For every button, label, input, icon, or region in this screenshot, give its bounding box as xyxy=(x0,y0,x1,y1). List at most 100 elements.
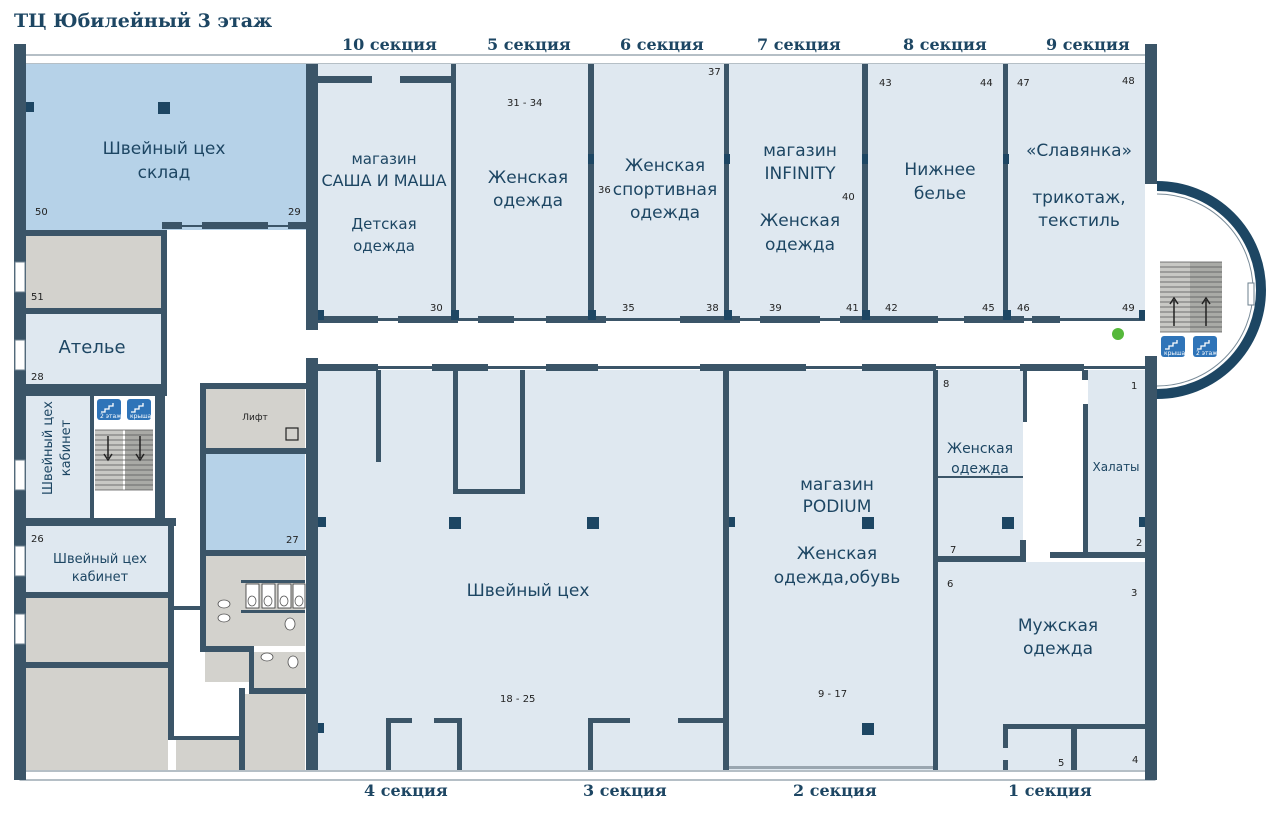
room-sasha-masha[interactable] xyxy=(318,64,451,320)
entrance-threshold xyxy=(729,766,933,769)
stairs-icon-2-floor-right[interactable]: 2 этаж xyxy=(1193,336,1218,357)
label-sewing-main: Швейный цех xyxy=(467,581,590,601)
label-infinity-1: магазин xyxy=(763,141,837,161)
num-40: 40 xyxy=(842,192,855,203)
label-sport-6-2: спортивная xyxy=(613,180,717,200)
arrow-up-icon xyxy=(1201,296,1211,326)
label-sport-6-1: Женская xyxy=(625,156,705,176)
room-infinity[interactable] xyxy=(729,64,862,320)
num-1: 1 xyxy=(1131,381,1137,392)
num-48: 48 xyxy=(1122,76,1135,87)
section-label-7[interactable]: 7 секция xyxy=(757,35,841,54)
room-service-c xyxy=(176,740,240,770)
label-womens-8-2: одежда xyxy=(951,461,1009,477)
label-podium-1: магазин xyxy=(800,475,874,495)
num-42: 42 xyxy=(885,303,898,314)
label-sewing-cab-1: Швейный цех xyxy=(53,552,147,567)
room-elevator[interactable] xyxy=(205,388,305,448)
stairs-icon-roof-right[interactable]: крыша xyxy=(1161,336,1186,357)
svg-text:крыша: крыша xyxy=(1164,350,1186,357)
num-31-34: 31 - 34 xyxy=(507,98,542,109)
label-sasha-masha-3: Детская xyxy=(351,215,416,233)
bottom-window-strip xyxy=(19,770,1156,781)
room-labels: Швейный цех склад магазин САША И МАША Де… xyxy=(41,139,1140,659)
pillars xyxy=(26,102,1145,735)
arrow-down-icon xyxy=(103,436,113,462)
room-podium[interactable] xyxy=(729,370,933,770)
room-27[interactable] xyxy=(205,454,305,550)
num-35: 35 xyxy=(622,303,635,314)
num-6: 6 xyxy=(947,579,953,590)
section-label-2[interactable]: 2 секция xyxy=(793,781,877,800)
bottom-section-labels: 4 секция 3 секция 2 секция 1 секция xyxy=(364,781,1092,800)
room-slavyanka[interactable] xyxy=(1008,64,1145,320)
num-26: 26 xyxy=(31,534,44,545)
stairs-icon-2-floor-left[interactable]: 2 этаж xyxy=(97,399,122,420)
label-lingerie-2: белье xyxy=(914,184,966,204)
num-41: 41 xyxy=(846,303,859,314)
stairs-icon-roof-left[interactable]: крыша xyxy=(127,399,152,420)
arrow-down-icon xyxy=(135,436,145,462)
section-label-10[interactable]: 10 секция xyxy=(342,35,437,54)
label-infinity-2: INFINITY xyxy=(764,164,836,184)
room-service-a xyxy=(26,598,168,662)
num-28: 28 xyxy=(31,372,44,383)
room-sewing-cabinet[interactable] xyxy=(26,526,168,592)
room-sewing-warehouse[interactable] xyxy=(26,64,306,230)
svg-text:крыша: крыша xyxy=(130,413,152,420)
num-46: 46 xyxy=(1017,303,1030,314)
shop-numbers: 50 29 51 28 26 27 30 31 - 34 36 35 37 38… xyxy=(31,67,1142,769)
label-podium-3: Женская xyxy=(797,544,877,564)
room-atelier[interactable] xyxy=(26,314,161,384)
num-50: 50 xyxy=(35,207,48,218)
you-are-here-marker xyxy=(1112,328,1124,340)
section-label-1[interactable]: 1 секция xyxy=(1008,781,1092,800)
room-service-b xyxy=(26,668,168,770)
section-label-3[interactable]: 3 секция xyxy=(583,781,667,800)
right-stair-steps xyxy=(1160,261,1222,333)
svg-text:2 этаж: 2 этаж xyxy=(1196,350,1218,357)
room-sport-6[interactable] xyxy=(594,64,724,320)
num-39: 39 xyxy=(769,303,782,314)
left-windows xyxy=(14,261,26,645)
label-sewing-cab-vert-1: Швейный цех xyxy=(41,401,56,495)
label-mens-1: Мужская xyxy=(1018,616,1098,636)
label-sasha-masha-1: магазин xyxy=(351,150,416,168)
room-womens-5[interactable] xyxy=(456,64,588,320)
section-label-9[interactable]: 9 секция xyxy=(1046,35,1130,54)
num-9-17: 9 - 17 xyxy=(818,689,847,700)
room-lingerie[interactable] xyxy=(868,64,1003,320)
right-stair-arc xyxy=(1156,181,1266,399)
label-sasha-masha-2: САША И МАША xyxy=(321,171,446,190)
room-service-d xyxy=(243,694,305,770)
room-mens[interactable] xyxy=(938,562,1145,770)
section-label-6[interactable]: 6 секция xyxy=(620,35,704,54)
num-8: 8 xyxy=(943,379,949,390)
num-4: 4 xyxy=(1132,755,1138,766)
label-sewing-cab-2: кабинет xyxy=(72,570,129,585)
right-window xyxy=(1247,282,1255,306)
num-7: 7 xyxy=(950,545,956,556)
section-label-4[interactable]: 4 секция xyxy=(364,781,448,800)
num-2: 2 xyxy=(1136,538,1142,549)
num-38: 38 xyxy=(706,303,719,314)
label-slavyanka-3: текстиль xyxy=(1038,211,1120,231)
label-sasha-masha-4: одежда xyxy=(353,237,415,255)
top-section-labels: 10 секция 5 секция 6 секция 7 секция 8 с… xyxy=(342,35,1130,54)
label-lingerie-1: Нижнее xyxy=(904,160,975,180)
section-label-8[interactable]: 8 секция xyxy=(903,35,987,54)
num-27: 27 xyxy=(286,535,299,546)
label-womens-5-1: Женская xyxy=(488,168,568,188)
label-infinity-3: Женская xyxy=(760,211,840,231)
section-label-5[interactable]: 5 секция xyxy=(487,35,571,54)
num-30: 30 xyxy=(430,303,443,314)
left-stair-steps xyxy=(95,429,153,491)
room-robes[interactable] xyxy=(1088,370,1145,556)
arrow-up-icon xyxy=(1169,296,1179,326)
num-45: 45 xyxy=(982,303,995,314)
page-title: ТЦ Юбилейный 3 этаж xyxy=(14,10,272,32)
top-window-strip xyxy=(19,54,1156,65)
num-37: 37 xyxy=(708,67,721,78)
room-sewing-cabinet-vertical[interactable] xyxy=(26,396,90,518)
